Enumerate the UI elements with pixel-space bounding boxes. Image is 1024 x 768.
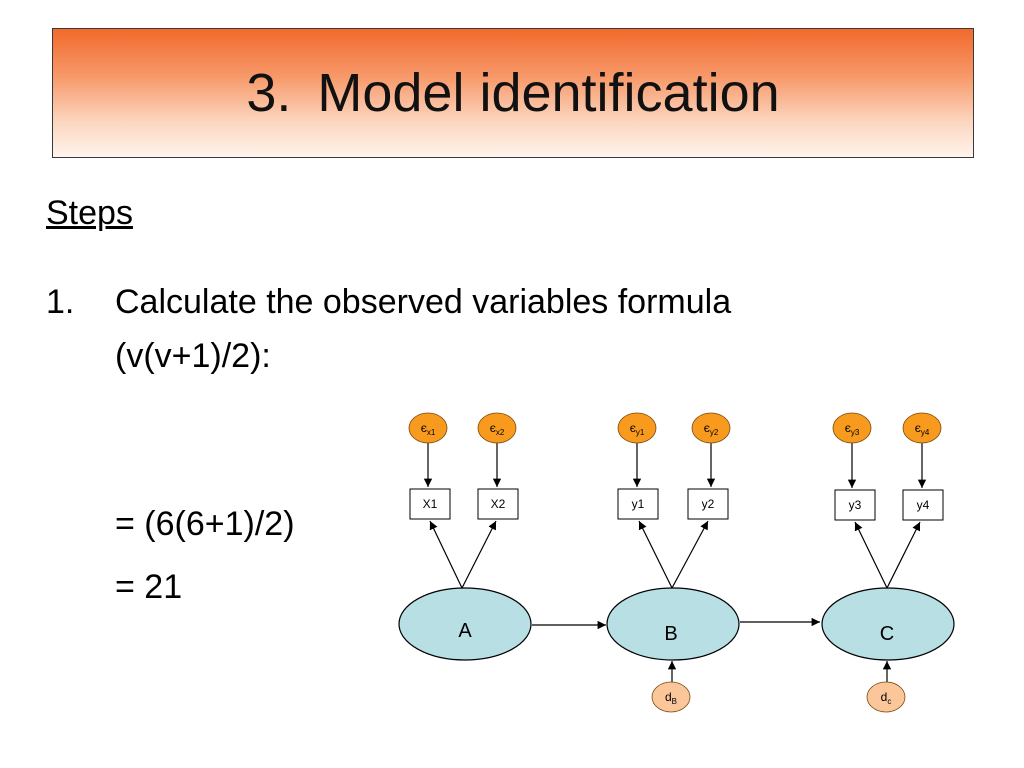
svg-text:єy2: єy2 — [704, 421, 719, 437]
svg-text:dB: dB — [665, 690, 677, 706]
latent-node-a: A — [398, 587, 532, 661]
disturbance-node-c: dc — [866, 681, 906, 713]
arrow-b-y1 — [638, 520, 673, 589]
error-node-x2: єx2 — [477, 412, 517, 444]
svg-text:X1: X1 — [423, 497, 438, 511]
svg-text:єy4: єy4 — [915, 421, 930, 437]
arrow-a-x1 — [429, 520, 463, 589]
svg-text:X2: X2 — [491, 497, 506, 511]
arrow-c-y4 — [886, 521, 921, 589]
observed-box-y4: y4 — [902, 489, 944, 521]
arrow-b-y2 — [671, 520, 709, 589]
equation-line1: = (6(6+1)/2) — [115, 505, 295, 543]
title-box: 3. Model identification — [52, 28, 974, 158]
observed-box-y3: y3 — [834, 489, 876, 521]
svg-text:dc: dc — [881, 690, 892, 706]
latent-node-c: C — [821, 587, 955, 661]
svg-text:y4: y4 — [917, 498, 930, 512]
observed-box-y1: y1 — [617, 488, 659, 520]
svg-text:y1: y1 — [632, 497, 645, 511]
svg-text:y3: y3 — [849, 498, 862, 512]
svg-text:y2: y2 — [702, 497, 715, 511]
arrow-a-x2 — [461, 520, 497, 589]
arrow-c-y3 — [854, 521, 888, 589]
latent-node-b: B — [606, 587, 740, 661]
steps-heading: Steps — [46, 194, 133, 232]
error-node-y2: єy2 — [691, 412, 731, 444]
observed-box-x1: X1 — [409, 488, 451, 520]
step-text-line2: (v(v+1)/2): — [115, 337, 271, 375]
svg-text:C: C — [880, 623, 894, 645]
equation-line2: = 21 — [115, 568, 183, 606]
observed-box-x2: X2 — [477, 488, 519, 520]
error-node-y3: єy3 — [832, 412, 872, 444]
svg-text:B: B — [664, 623, 677, 645]
svg-text:єx2: єx2 — [490, 421, 505, 437]
disturbance-node-b: dB — [651, 681, 691, 713]
error-node-x1: єx1 — [408, 412, 448, 444]
svg-text:A: A — [458, 620, 472, 642]
step-text-line1: Calculate the observed variables formula — [115, 283, 732, 321]
observed-box-y2: y2 — [687, 488, 729, 520]
svg-text:єx1: єx1 — [421, 421, 436, 437]
error-node-y4: єy4 — [902, 412, 942, 444]
title-number: 3. — [246, 63, 292, 123]
svg-text:єy1: єy1 — [630, 421, 645, 437]
svg-text:єy3: єy3 — [845, 421, 860, 437]
error-node-y1: єy1 — [617, 412, 657, 444]
step-number: 1. — [46, 283, 75, 321]
page-title: Model identification — [317, 63, 780, 123]
